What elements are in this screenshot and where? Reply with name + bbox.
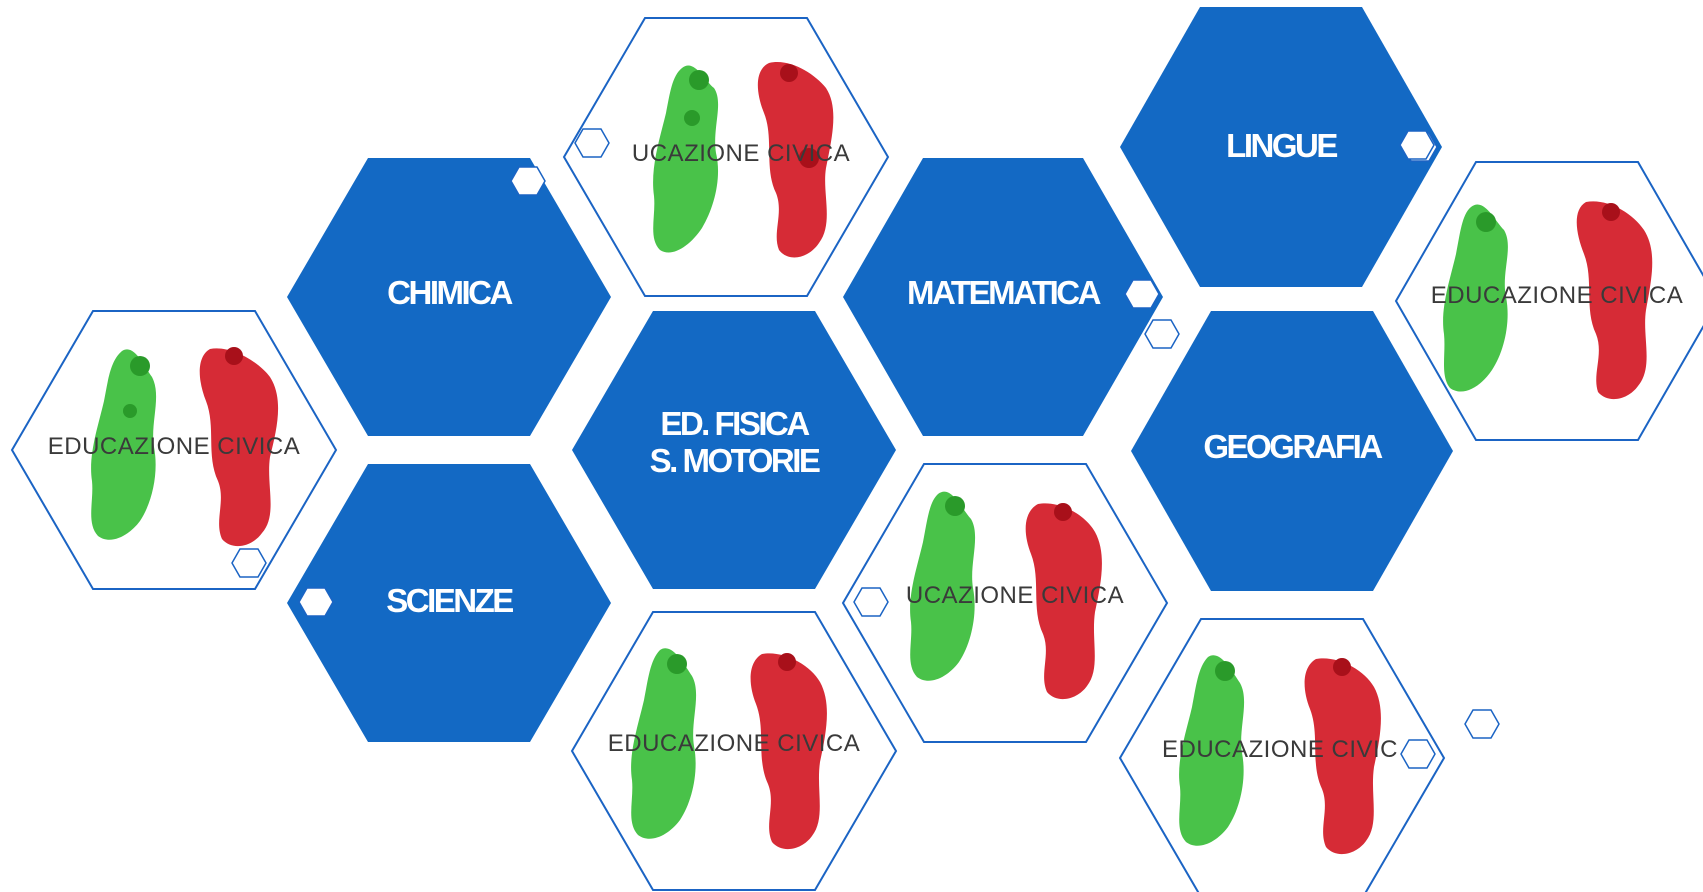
- educazione-civica-text: UCAZIONE CIVICA: [905, 582, 1125, 609]
- educazione-civica-text: EDUCAZIONE CIVIC: [1161, 736, 1399, 763]
- small-hexagon-icon: [231, 548, 267, 578]
- hex-shape: [572, 311, 896, 589]
- italy-map-image: [841, 463, 1169, 743]
- educazione-civica-text: UCAZIONE CIVICA: [631, 140, 851, 167]
- hex-ed-fisica-label: ED. FISICA S. MOTORIE: [649, 405, 821, 479]
- hex-educazione-civica-4[interactable]: UCAZIONE CIVICA: [841, 463, 1169, 743]
- hex-shape: [287, 158, 611, 436]
- hex-educazione-civica-3[interactable]: EDUCAZIONE CIVICA: [10, 310, 338, 590]
- hex-shape: [843, 158, 1163, 436]
- small-hexagon-icon: [1124, 279, 1160, 309]
- educazione-civica-text: EDUCAZIONE CIVICA: [47, 433, 301, 460]
- hex-chimica-label: CHIMICA: [387, 274, 513, 311]
- small-hexagon-icon: [510, 166, 546, 196]
- hex-chimica[interactable]: CHIMICA: [287, 158, 611, 436]
- italy-map-image: [1118, 618, 1446, 892]
- hex-scienze-label: SCIENZE: [386, 582, 514, 619]
- small-hexagon-icon: [298, 587, 334, 617]
- hex-shape: [1120, 7, 1442, 287]
- hex-geografia[interactable]: GEOGRAFIA: [1131, 311, 1453, 591]
- hex-lingue[interactable]: LINGUE: [1120, 7, 1442, 287]
- hex-matematica-label: MATEMATICA: [907, 274, 1101, 311]
- hex-educazione-civica-5[interactable]: EDUCAZIONE CIVICA: [570, 611, 898, 891]
- small-hexagon-icon: [1144, 319, 1180, 349]
- italy-map-image: [1394, 161, 1703, 441]
- hex-shape: [1131, 311, 1453, 591]
- italy-map-image: [562, 17, 890, 297]
- hex-educazione-civica-6[interactable]: EDUCAZIONE CIVIC: [1118, 618, 1446, 892]
- hex-lingue-label: LINGUE: [1226, 127, 1338, 164]
- small-hexagon-icon: [853, 587, 889, 617]
- hex-geografia-label: GEOGRAFIA: [1203, 428, 1383, 465]
- educazione-civica-text: EDUCAZIONE CIVICA: [607, 730, 861, 757]
- educazione-civica-text: EDUCAZIONE CIVICA: [1430, 282, 1684, 309]
- italy-map-image: [10, 310, 338, 590]
- italy-map-image: [570, 611, 898, 891]
- hex-scienze[interactable]: SCIENZE: [287, 464, 611, 742]
- hex-matematica[interactable]: MATEMATICA: [843, 158, 1163, 436]
- hex-shape: [287, 464, 611, 742]
- hex-ed-fisica[interactable]: ED. FISICA S. MOTORIE: [572, 311, 896, 589]
- hex-educazione-civica-2[interactable]: EDUCAZIONE CIVICA: [1394, 161, 1703, 441]
- hex-educazione-civica-1[interactable]: UCAZIONE CIVICA: [562, 17, 890, 297]
- small-hexagon-icon: [1464, 709, 1500, 739]
- small-hexagon-icon: [1400, 739, 1436, 769]
- small-hexagon-icon: [1399, 130, 1435, 160]
- small-hexagon-icon: [574, 128, 610, 158]
